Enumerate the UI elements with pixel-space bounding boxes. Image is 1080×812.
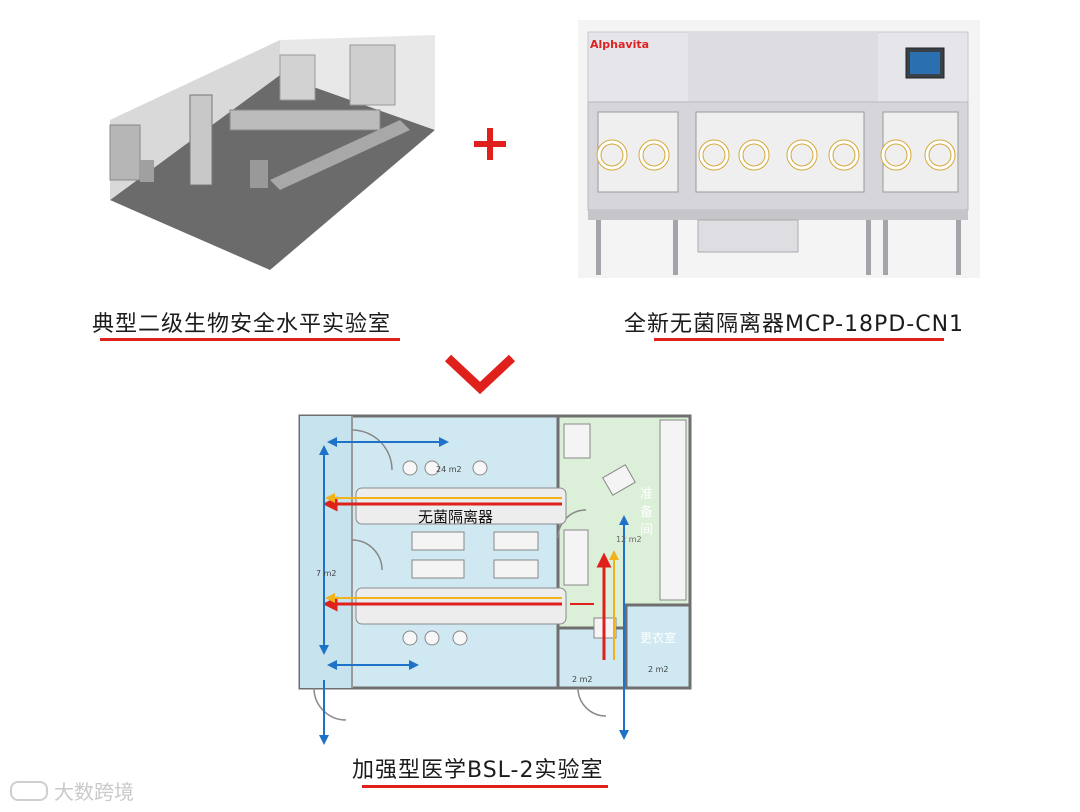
airlock-area: 2 m2: [572, 675, 593, 684]
watermark-text: 大数跨境: [54, 780, 134, 804]
side-corridor-area: 7 m2: [316, 569, 337, 578]
chevron-down-icon: [444, 354, 516, 395]
bsl2-caption: 加强型医学BSL-2实验室: [352, 758, 604, 783]
lab-caption-underline: [100, 338, 400, 341]
bsl2-caption-underline: [362, 785, 608, 788]
changing-room-label: 更衣室: [640, 630, 676, 645]
lab-caption: 典型二级生物安全水平实验室: [92, 312, 392, 337]
watermark-logo-icon: [10, 780, 48, 801]
changing-room-area: 2 m2: [648, 665, 669, 674]
isolator-caption-underline: [654, 338, 944, 341]
isolator-caption: 全新无菌隔离器MCP-18PD-CN1: [624, 312, 965, 337]
plus-icon: [474, 128, 506, 160]
prep-room-label: 准备间: [640, 487, 654, 538]
main-room-area: 24 m2: [436, 465, 462, 474]
isolator-product-photo: Alphavita: [578, 20, 980, 278]
isolator-brand-logo: Alphavita: [590, 38, 650, 51]
isolator-label: 无菌隔离器: [418, 508, 493, 526]
bsl2-floor-plan: 无菌隔离器 24 m2 7 m2 12 m2 2 m2 2 m2 更衣室: [298, 414, 692, 745]
watermark: 大数跨境: [10, 776, 134, 805]
prep-room-area: 12 m2: [616, 535, 642, 544]
bsl2-lab-illustration: [109, 35, 435, 270]
